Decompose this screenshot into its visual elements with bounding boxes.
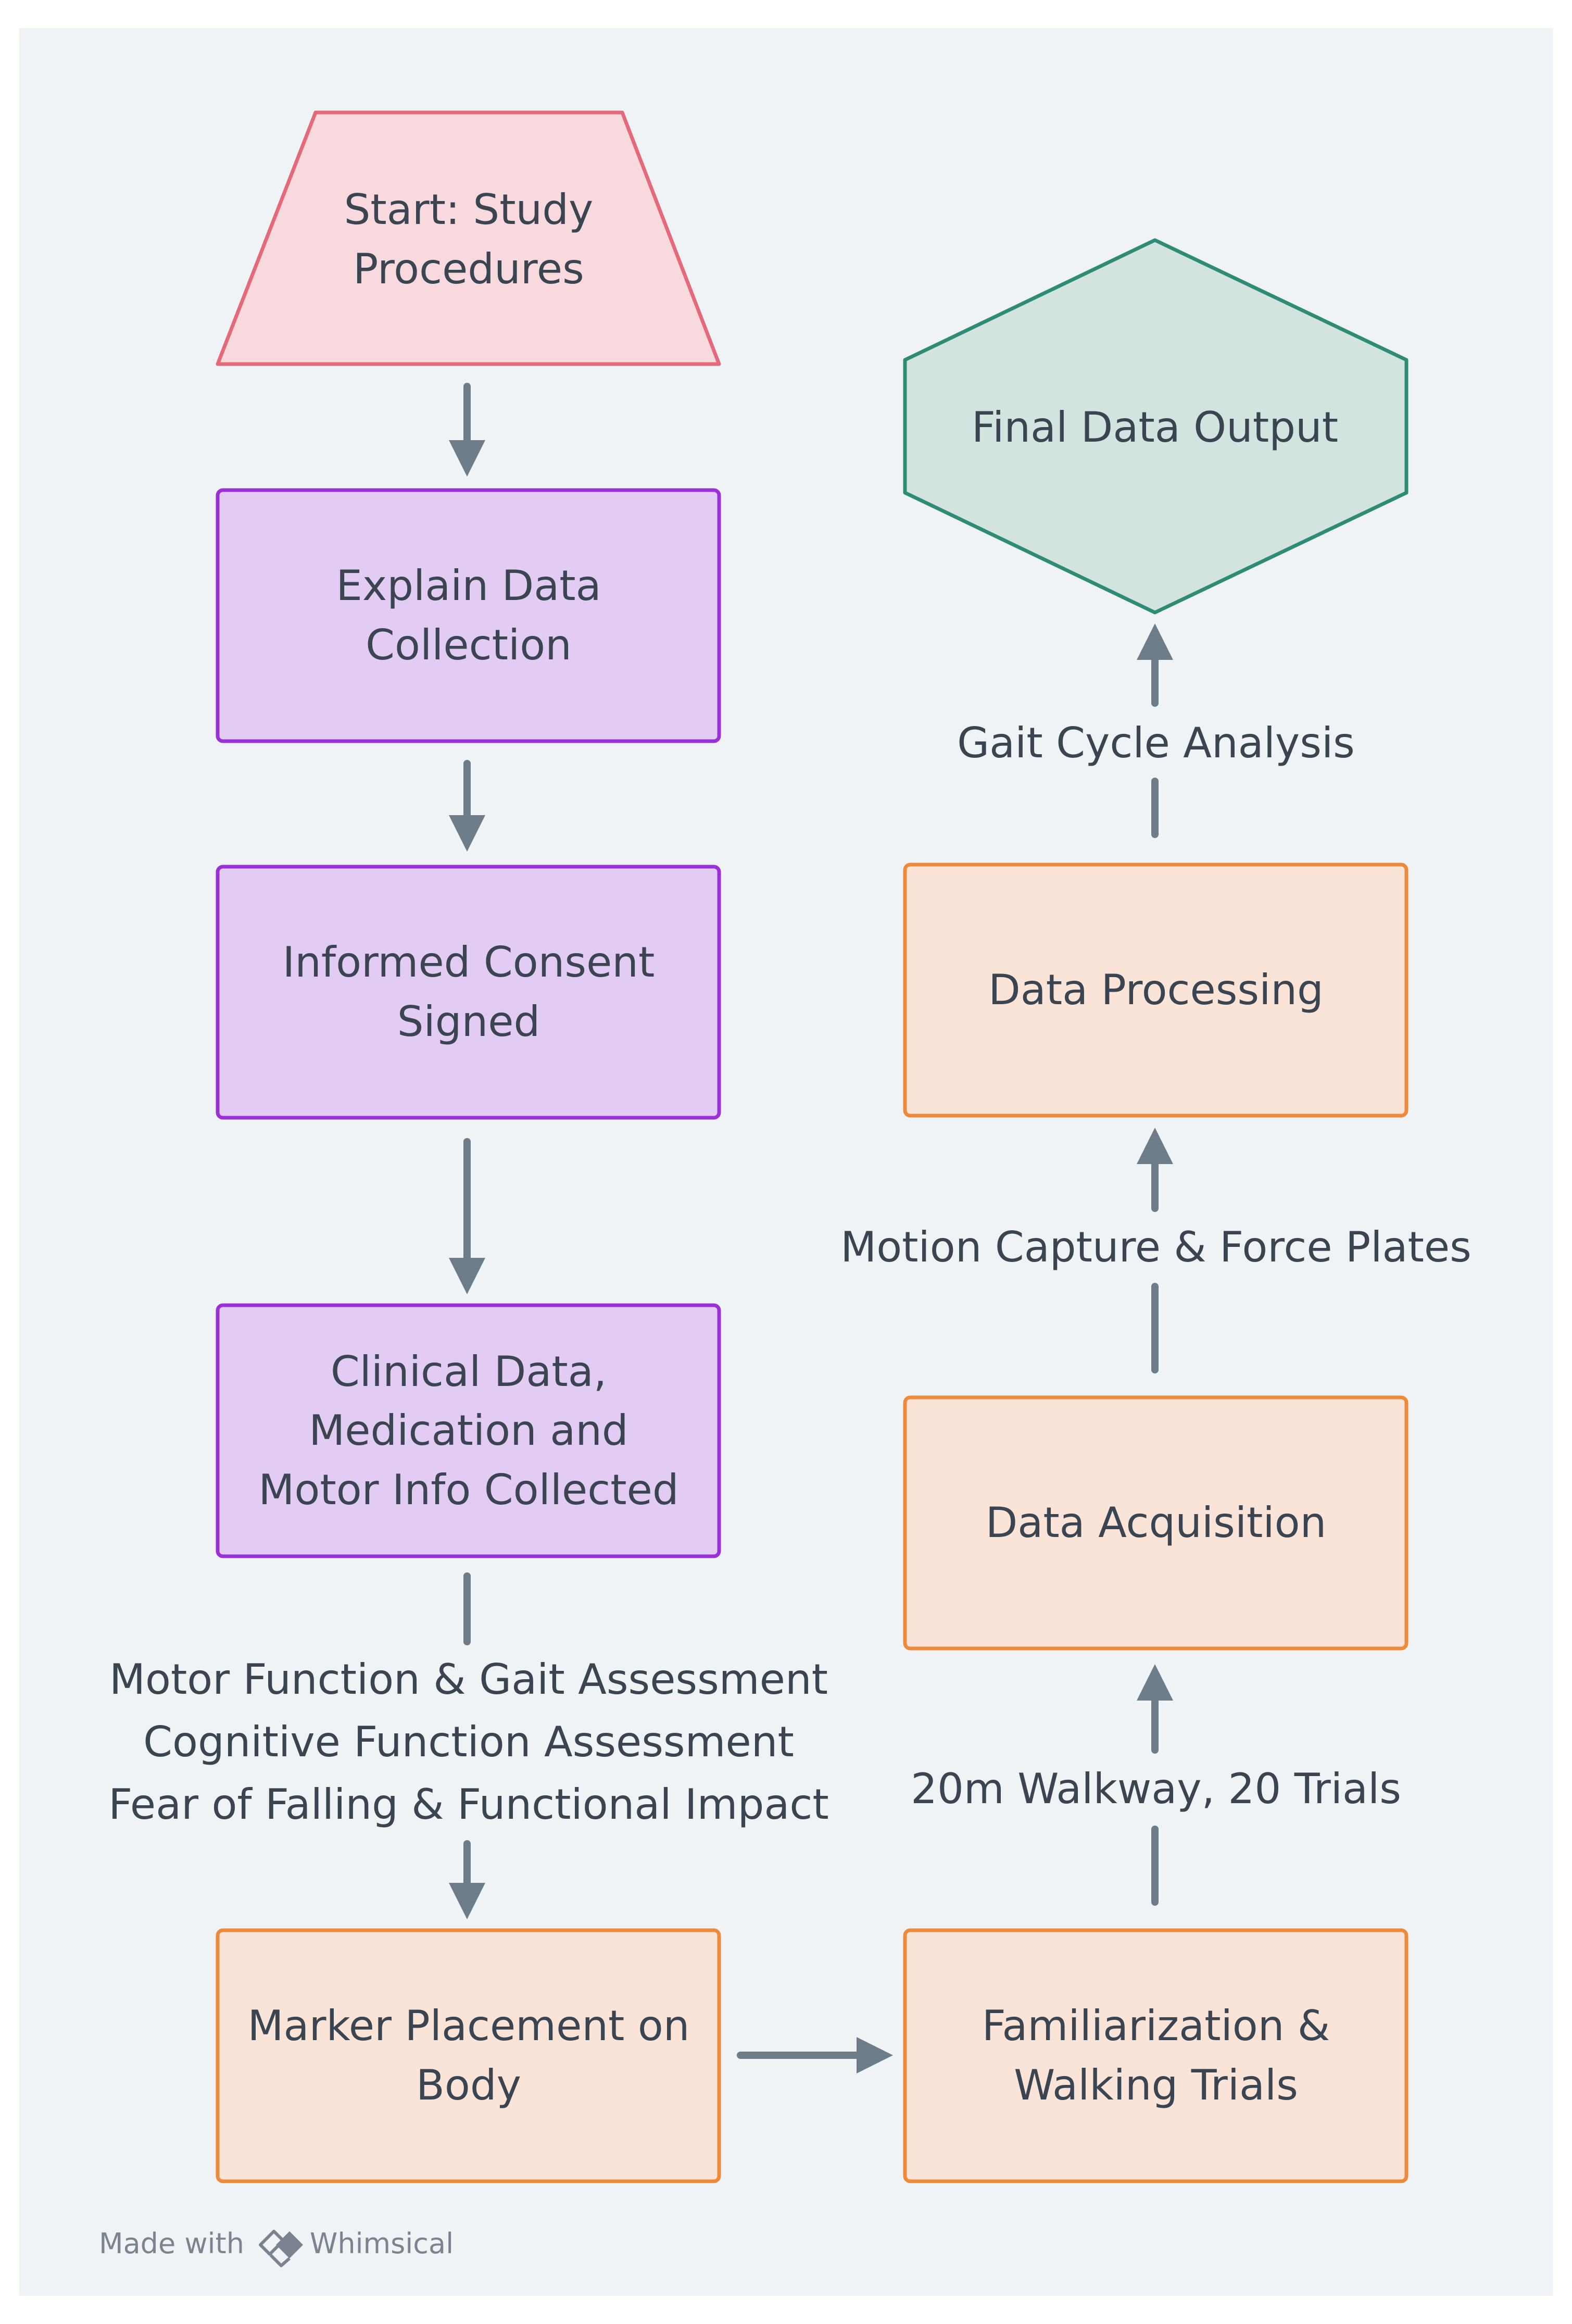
final-node-label: Final Data Output [971, 403, 1339, 452]
consent-node-label: Informed Consent Signed [282, 938, 655, 1046]
consent-node-shape [216, 865, 721, 1120]
whimsical-logo-icon [259, 2230, 303, 2267]
walkway-edge-label: 20m Walkway, 20 Trials [911, 1765, 1401, 1814]
watermark[interactable]: Made with Whimsical [99, 2220, 454, 2267]
assessments-edge-label: Motor Function & Gait Assessment Cogniti… [108, 1655, 829, 1829]
motion-edge-label: Motion Capture & Force Plates [840, 1223, 1472, 1272]
clinical-node-shape [216, 1303, 721, 1558]
edges [449, 383, 1173, 2073]
familiarization-node-label: Familiarization & Walking Trials [982, 2002, 1330, 2109]
acquisition-node-label: Data Acquisition [985, 1498, 1327, 1547]
processing-node-label: Data Processing [988, 966, 1324, 1015]
acquisition-node-shape [903, 1395, 1408, 1651]
start-node-label: Start: Study Procedures [344, 185, 594, 293]
marker-node-shape [216, 1928, 721, 2183]
gait-edge-label: Gait Cycle Analysis [957, 719, 1355, 768]
clinical-node-label: Clinical Data, Medication and Motor Info… [258, 1347, 679, 1514]
watermark-made-with: Made with [99, 2227, 244, 2260]
explain-node-label: Explain Data Collection [336, 561, 601, 669]
watermark-brand: Whimsical [309, 2227, 454, 2260]
start-node-shape [216, 110, 721, 366]
familiarization-node-shape [903, 1928, 1408, 2183]
processing-node-shape [903, 863, 1408, 1118]
marker-node-label: Marker Placement on Body [247, 2002, 690, 2109]
final-node-shape [903, 238, 1408, 615]
explain-node-shape [216, 488, 721, 743]
